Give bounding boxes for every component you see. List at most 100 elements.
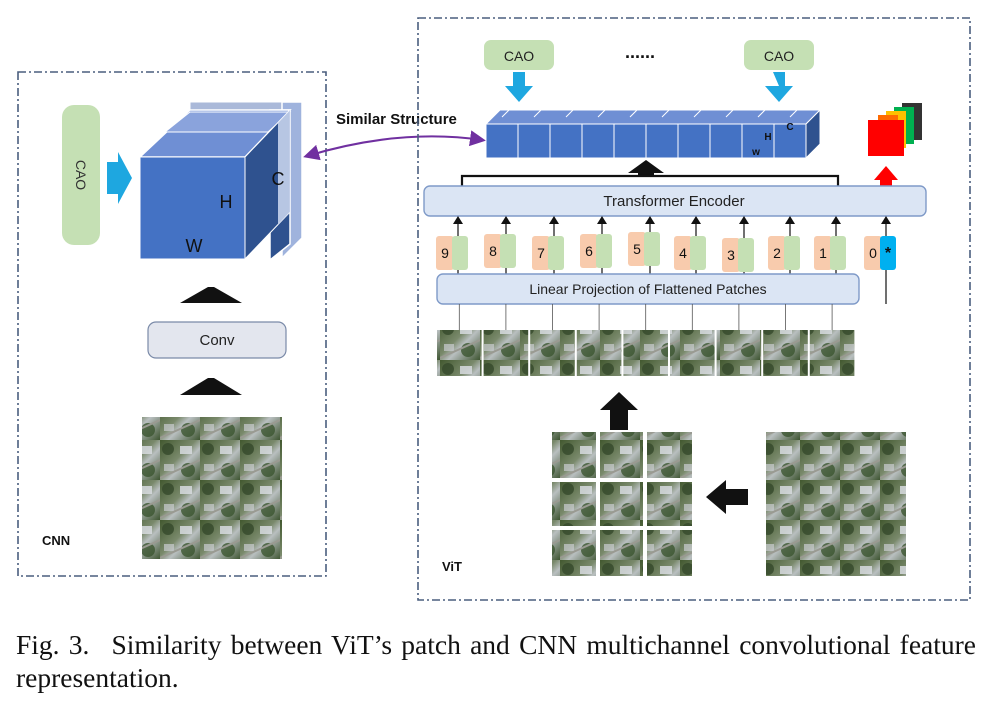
token-cube-top-divider <box>565 109 574 118</box>
flattened-patch <box>623 330 668 376</box>
token-arrowhead <box>691 216 701 224</box>
token-arrowhead <box>549 216 559 224</box>
cnn-cao-label: CAO <box>73 160 89 190</box>
token-position-embedding <box>628 232 646 266</box>
token-patch-embedding <box>596 234 612 268</box>
vit-panel: CAO ...... CAO w H C Transformer Encode <box>417 17 971 601</box>
token-cube-top-divider <box>789 109 798 118</box>
token-cube <box>741 123 775 159</box>
similar-structure-label: Similar Structure <box>336 111 457 128</box>
token-patch-embedding <box>830 236 846 270</box>
token-cube <box>773 123 807 159</box>
token-position-embedding <box>674 236 692 270</box>
cnn-panel: CAO W H C Conv CN <box>17 71 327 577</box>
token-arrowhead <box>645 216 655 224</box>
vit-patch-up-arrow <box>600 392 638 430</box>
vit-cao-right-arrow <box>765 72 793 102</box>
token-cube-top-divider <box>757 109 766 118</box>
vit-input-image <box>766 432 906 576</box>
token-cube <box>645 123 679 159</box>
token-patch-embedding <box>452 236 468 270</box>
token-index-label: 1 <box>819 245 827 261</box>
token-patch-embedding <box>738 238 754 272</box>
vit-patch-grid <box>552 432 692 576</box>
cnn-cao-box: CAO <box>62 105 100 245</box>
flattened-patch <box>437 330 482 376</box>
token-cube <box>581 123 615 159</box>
vit-panel-label: ViT <box>442 559 462 574</box>
vit-dim-c: C <box>786 122 793 133</box>
token-cube-top-divider <box>629 109 638 118</box>
vit-panel-border <box>417 17 971 601</box>
conv-box: Conv <box>147 321 287 359</box>
cnn-up-arrow-bottom <box>180 378 242 395</box>
transformer-encoder-box: Transformer Encoder <box>423 185 927 217</box>
token-cube <box>549 123 583 159</box>
token-index-label: 4 <box>679 245 687 261</box>
token-patch-embedding <box>784 236 800 270</box>
vit-cao-left-arrow <box>505 72 533 102</box>
vit-ellipsis: ...... <box>625 42 655 62</box>
flattened-patch <box>576 330 622 376</box>
flattened-patch <box>530 330 575 376</box>
token-cube <box>677 123 711 159</box>
token-cube-top-divider <box>661 109 670 118</box>
token-index-label: 6 <box>585 243 593 259</box>
transformer-encoder-label: Transformer Encoder <box>603 193 744 210</box>
token-patch-embedding <box>644 232 660 266</box>
vit-split-left-arrow <box>706 480 748 514</box>
similar-structure-arrow <box>303 130 486 161</box>
flattened-patch <box>716 330 762 376</box>
token-position-embedding <box>436 236 454 270</box>
vit-cao-right-label: CAO <box>764 48 794 64</box>
token-index-label: 8 <box>489 243 497 259</box>
cls-token-embedding <box>880 236 896 270</box>
token-cube <box>613 123 647 159</box>
token-cube <box>485 123 519 159</box>
token-patch-embedding <box>500 234 516 268</box>
cnn-panel-label: CNN <box>42 533 70 548</box>
cls-token-symbol: * <box>885 245 892 262</box>
flattened-patch <box>809 330 855 376</box>
token-arrowhead <box>881 216 891 224</box>
cnn-dim-c: C <box>272 169 285 189</box>
vit-output-bracket <box>460 174 840 186</box>
token-arrowhead <box>831 216 841 224</box>
token-index-label: 3 <box>727 247 735 263</box>
token-index-label: 5 <box>633 241 641 257</box>
linear-projection-box: Linear Projection of Flattened Patches <box>436 273 860 305</box>
vit-encoder-up-arrow <box>628 160 664 176</box>
token-arrowhead <box>739 216 749 224</box>
vit-cao-right: CAO <box>744 40 814 70</box>
cnn-dim-w: W <box>186 236 203 256</box>
cnn-input-image <box>142 417 282 559</box>
diagram-canvas: CAO W H C Conv CN <box>17 17 971 601</box>
vit-cao-left-label: CAO <box>504 48 534 64</box>
token-cube-top-divider <box>533 109 542 118</box>
cnn-feature-cube: W H C <box>138 101 303 262</box>
linear-projection-label: Linear Projection of Flattened Patches <box>529 281 766 297</box>
token-cube-top <box>484 109 822 125</box>
vit-cao-left: CAO <box>484 40 554 70</box>
token-position-embedding <box>814 236 832 270</box>
vit-heatmap-up-arrow <box>874 166 898 186</box>
token-arrowhead <box>597 216 607 224</box>
token-arrowhead <box>785 216 795 224</box>
token-position-embedding <box>722 238 740 272</box>
token-position-embedding <box>864 236 882 270</box>
vit-token-cube-row <box>484 108 822 160</box>
conv-label: Conv <box>199 332 235 349</box>
vit-dim-w: w <box>751 147 760 158</box>
token-cube-top-divider <box>501 109 510 118</box>
cnn-up-arrow-top <box>180 287 242 303</box>
caption-text: Similarity between ViT’s patch and CNN m… <box>16 629 976 693</box>
token-position-embedding <box>532 236 550 270</box>
token-cube-top-divider <box>725 109 734 118</box>
cnn-panel-border <box>17 71 327 577</box>
flattened-patch <box>670 330 715 376</box>
token-patch-embedding <box>548 236 564 270</box>
token-position-embedding <box>580 234 598 268</box>
token-cube <box>517 123 551 159</box>
vit-patch-strip <box>437 304 855 376</box>
flattened-patch <box>483 330 529 376</box>
